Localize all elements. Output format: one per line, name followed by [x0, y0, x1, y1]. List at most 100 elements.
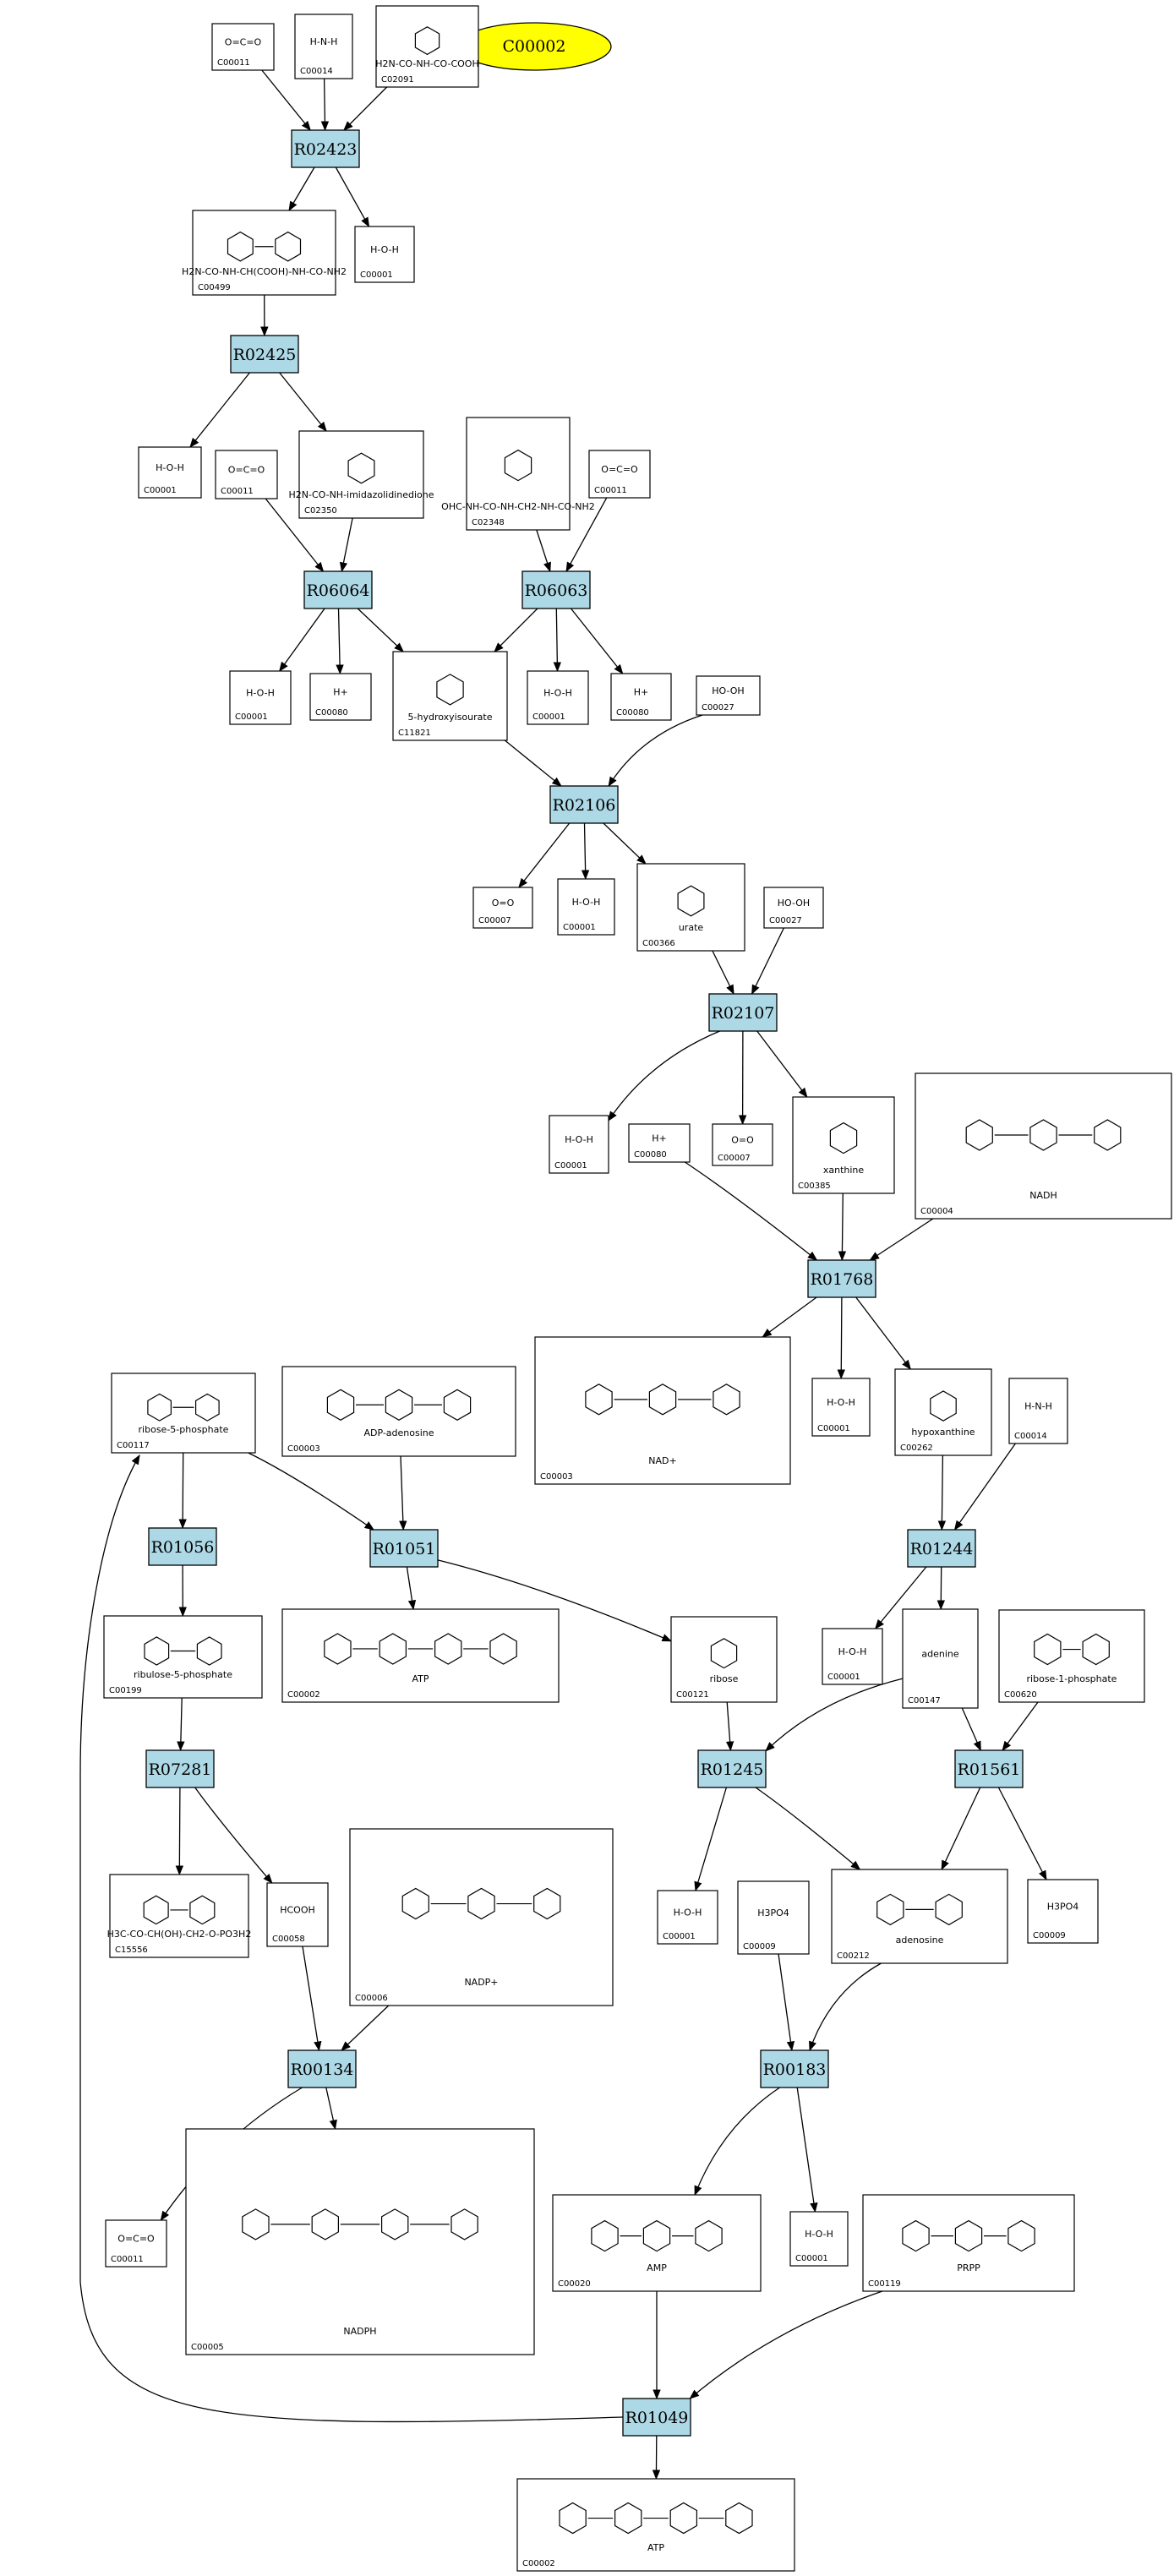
compound-id: C00027 [702, 703, 734, 712]
edge-arrow [809, 1962, 882, 2052]
edge-arrow [756, 1030, 808, 1098]
reaction-box [287, 2049, 357, 2088]
compound-formula: H-O-H [572, 897, 601, 908]
allantoin-structure: H2N-CO-NH-imidazolidinedione [288, 452, 434, 500]
compound-id: C00119 [868, 2279, 901, 2289]
compound-formula: H+ [652, 1133, 667, 1144]
compound-box [105, 2219, 167, 2268]
reaction-node[interactable]: R01049 [622, 2398, 691, 2437]
reaction-node[interactable]: R01244 [907, 1529, 976, 1568]
reaction-node[interactable]: R01245 [697, 1749, 767, 1788]
edge-arrow [874, 1566, 927, 1629]
water-structure: H-O-H [674, 1907, 702, 1918]
reaction-node[interactable]: R07281 [145, 1749, 215, 1788]
reaction-node[interactable]: R01561 [954, 1749, 1024, 1788]
reaction-label: R00183 [763, 2060, 827, 2079]
compound-node[interactable]: NADP+C00006 [349, 1828, 614, 2006]
compound-node[interactable]: H+C00080 [628, 1123, 691, 1163]
reaction-node[interactable]: R00134 [287, 2049, 357, 2088]
compound-formula: O=C=O [225, 37, 262, 48]
edge-arrow [79, 1454, 624, 2423]
edge-arrow [608, 1030, 720, 1122]
compound-box [349, 1828, 614, 2006]
ring-shape [876, 1893, 904, 1926]
reaction-box [145, 1749, 215, 1788]
highlight-compound-node[interactable]: C00002 [456, 22, 612, 71]
compound-node[interactable]: H+C00080 [309, 673, 372, 721]
reaction-node[interactable]: R01051 [369, 1529, 439, 1568]
ring-shape [467, 1887, 495, 1920]
compound-box [294, 14, 353, 79]
compound-node[interactable]: NAD+C00003 [534, 1336, 791, 1485]
compound-id: C00002 [522, 2559, 555, 2568]
compound-box [516, 2478, 795, 2572]
compound-id: C00499 [198, 283, 231, 292]
compound-box [792, 1096, 895, 1194]
reaction-node[interactable]: R02106 [549, 785, 619, 824]
reaction-node[interactable]: R06064 [303, 570, 373, 609]
compound-formula: OHC-NH-CO-NH-CH2-NH-CO-NH2 [441, 501, 595, 512]
reaction-node[interactable]: R02423 [291, 129, 360, 168]
reaction-node[interactable]: R02107 [708, 993, 778, 1032]
reaction-node[interactable]: R01768 [807, 1259, 876, 1298]
compound-box [229, 670, 292, 725]
reaction-node[interactable]: R00183 [760, 2049, 829, 2088]
reaction-box [708, 993, 778, 1032]
ring-shape [436, 674, 464, 706]
reaction-node[interactable]: R06063 [521, 570, 591, 609]
reaction-node[interactable]: R01056 [148, 1527, 217, 1566]
compound-box [552, 2194, 762, 2292]
reaction-node[interactable]: R02425 [230, 335, 299, 374]
phosphate-structure: H3PO4 [757, 1907, 789, 1918]
adenine-structure: adenine [921, 1649, 958, 1660]
compound-node[interactable]: H+C00080 [610, 673, 672, 721]
compound-box [712, 1123, 773, 1166]
compound-id: C00009 [1033, 1931, 1066, 1940]
